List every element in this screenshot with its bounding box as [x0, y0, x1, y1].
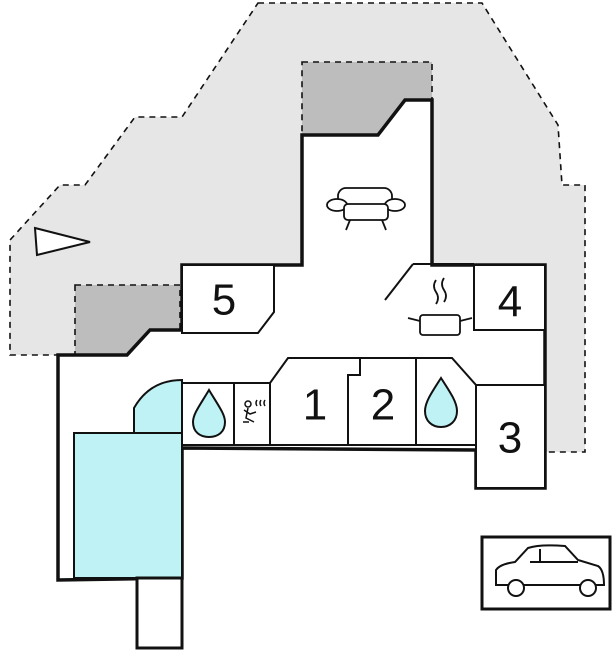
room-3-label: 3: [498, 414, 522, 463]
room-3-outline: [475, 384, 546, 489]
sofa-icon: [326, 187, 406, 231]
room-5-label: 5: [212, 276, 236, 325]
room-4-outline: [473, 264, 546, 331]
north-arrow-icon: [33, 226, 91, 257]
car-icon: [495, 544, 606, 597]
covered-terrace-top: [301, 61, 433, 136]
cooking-pot-icon: [407, 277, 473, 336]
kitchen-partition: [384, 263, 414, 301]
room-1-label: 1: [303, 381, 327, 430]
swimming-pool: [73, 432, 183, 579]
room-4-label: 4: [498, 278, 522, 327]
water-drop-icon: [423, 376, 459, 429]
room-2-label: 2: [371, 381, 395, 430]
water-drop-icon: [191, 388, 227, 439]
sauna-icon: [243, 399, 266, 423]
room-5-outline: [181, 264, 275, 334]
hot-tub: [133, 378, 183, 434]
pool-extension: [135, 576, 184, 650]
